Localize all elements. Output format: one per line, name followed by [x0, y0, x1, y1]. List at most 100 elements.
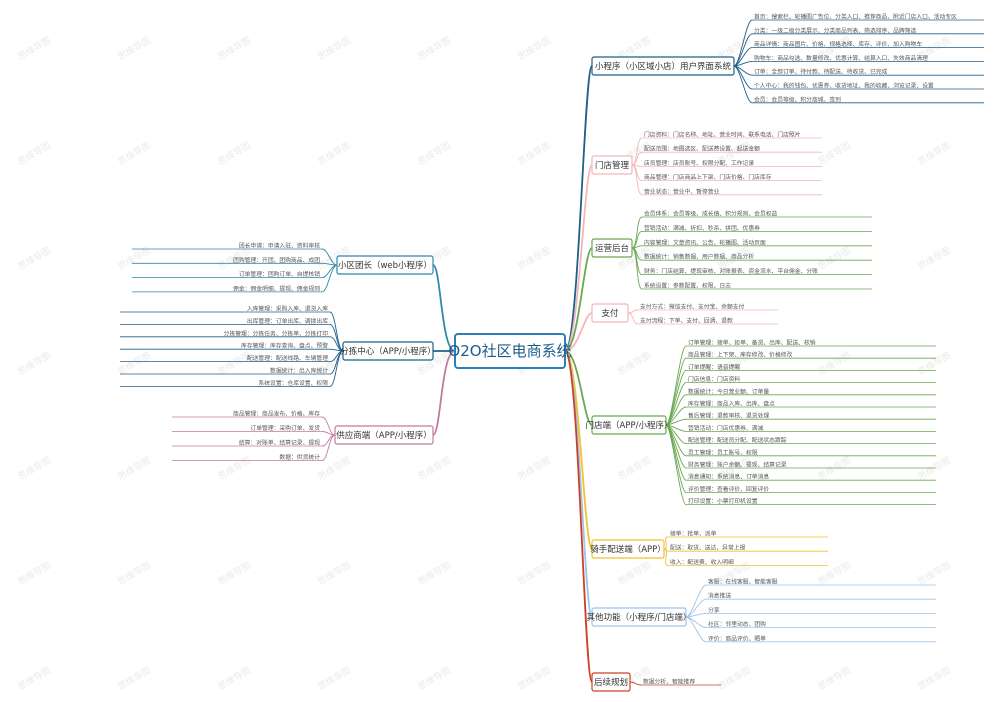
- watermark-text: 思维导图: [16, 139, 53, 167]
- leaf-item[interactable]: 系统设置：仓库设置、权限: [258, 379, 328, 387]
- leaf-item[interactable]: 社区：邻里动态、团购: [708, 620, 766, 628]
- leaf-item[interactable]: 支付流程：下单、支付、回调、退款: [640, 317, 733, 325]
- leaf-item[interactable]: 会员体系：会员等级、成长值、积分规则、会员权益: [644, 210, 778, 218]
- leaf-item[interactable]: 库存管理：商品入库、出库、盘点: [688, 400, 775, 408]
- leaf-item[interactable]: 库存管理：库存查询、盘点、预警: [241, 342, 328, 350]
- leaf-item[interactable]: 门店信息：门店资料: [688, 375, 740, 383]
- leaf-item[interactable]: 收入：配送费、收入明细: [670, 558, 734, 566]
- leaf-item[interactable]: 首页：搜索栏、轮播图广告位、分类入口、推荐商品、附近门店入口、活动专区: [754, 13, 957, 21]
- leaf-item[interactable]: 营业状态：营业中、暂停营业: [644, 187, 720, 195]
- leaf-item[interactable]: 数据：供货统计: [279, 453, 320, 461]
- leaf-item[interactable]: 商品详情：商品图片、价格、规格选择、库存、评价、加入购物车: [754, 40, 922, 48]
- branch-node-b3[interactable]: 运营后台: [591, 238, 633, 258]
- leaf-item[interactable]: 入库管理：采购入库、退货入库: [247, 305, 328, 313]
- branch-node-b4[interactable]: 支付: [591, 303, 629, 323]
- leaf-item[interactable]: 团购管理：开团、团购商品、成团: [233, 256, 320, 264]
- leaf-item[interactable]: 商品管理：商品发布、价格、库存: [233, 410, 320, 418]
- leaf-item[interactable]: 客服：在线客服、智能客服: [708, 578, 778, 586]
- leaf-connector: [321, 431, 336, 436]
- leaf-connector: [665, 424, 687, 481]
- branch-connector-b3: [564, 247, 593, 352]
- watermark-text: 思维导图: [516, 559, 553, 587]
- leaf-connector: [665, 357, 687, 426]
- leaf-item[interactable]: 团长申请：申请入驻、资料审核: [239, 242, 320, 250]
- leaf-item[interactable]: 支付方式：微信支付、支付宝、余额支付: [640, 303, 745, 311]
- leaf-item[interactable]: 售后管理：退款审核、退货处理: [688, 412, 769, 420]
- leaf-item[interactable]: 商品管理：上下架、库存修改、价格修改: [688, 351, 793, 359]
- leaf-item[interactable]: 出库管理：订单出库、调拨出库: [247, 317, 328, 325]
- leaf-item[interactable]: 营销活动：满减、折扣、秒杀、拼团、优惠券: [644, 224, 760, 232]
- watermark-text: 思维导图: [816, 244, 853, 272]
- leaf-connector: [627, 312, 639, 325]
- leaf-item[interactable]: 订单管理：接单、拒单、备货、出库、配送、核销: [688, 339, 816, 347]
- branch-node-b6[interactable]: 骑手配送端（APP）: [590, 539, 666, 559]
- branch-node-b5[interactable]: 门店端（APP/小程序）: [586, 415, 673, 435]
- leaf-item[interactable]: 配送管理：配送线路、车辆管理: [247, 354, 328, 362]
- leaf-item[interactable]: 消息推送: [708, 592, 731, 600]
- leaf-item[interactable]: 打印设置：小票打印机设置: [688, 497, 758, 505]
- branch-connector-b5: [564, 350, 593, 426]
- leaf-item[interactable]: 数据统计：销售数据、用户数据、商品分析: [644, 253, 754, 261]
- leaf-item[interactable]: 财务：门店结算、提现审核、对账报表、资金流水、平台佣金、分账: [644, 267, 818, 275]
- leaf-item[interactable]: 订单管理：采购订单、发货: [250, 424, 320, 432]
- leaf-item[interactable]: 数据分析、智能推荐: [643, 678, 695, 686]
- leaf-item[interactable]: 营销活动：门店优惠券、满减: [688, 424, 764, 432]
- branch-node-b2[interactable]: 门店管理: [591, 155, 633, 175]
- watermark-text: 思维导图: [16, 559, 53, 587]
- branch-connector-b2: [564, 164, 593, 352]
- watermark-text: 思维导图: [316, 454, 353, 482]
- branch-node-b1[interactable]: 小程序（小区域小店）用户界面系统: [591, 56, 735, 76]
- branch-connector-b1: [564, 65, 593, 352]
- leaf-item[interactable]: 配送：取货、送达、异常上报: [670, 544, 746, 552]
- leaf-item[interactable]: 商品管理：门店商品上下架、门店价格、门店库存: [644, 173, 772, 181]
- leaf-item[interactable]: 数据统计：出入库统计: [270, 367, 328, 375]
- watermark-text: 思维导图: [416, 454, 453, 482]
- leaf-connector: [663, 548, 669, 566]
- leaf-item[interactable]: 订单提醒：语音提醒: [688, 363, 740, 371]
- branch-node-b7[interactable]: 其他功能（小程序/门店端）: [587, 607, 692, 627]
- watermark-text: 思维导图: [516, 139, 553, 167]
- leaf-item[interactable]: 员工管理：员工账号、权限: [688, 448, 758, 456]
- central-topic-label: O2O社区电商系统: [448, 342, 571, 360]
- watermark-text: 思维导图: [16, 349, 53, 377]
- central-topic-node[interactable]: O2O社区电商系统: [448, 333, 572, 369]
- leaf-item[interactable]: 会员：会员等级、积分商城、签到: [754, 95, 841, 103]
- branch-node-b9[interactable]: 小区团长（web小程序）: [336, 255, 434, 275]
- leaf-item[interactable]: 购物车：商品勾选、数量修改、优惠计算、结算入口、失效商品清理: [754, 54, 928, 62]
- leaf-item[interactable]: 订单管理：团购订单、自提核销: [239, 270, 320, 278]
- leaf-item[interactable]: 内容管理：文章资讯、公告、轮播图、活动页面: [644, 238, 766, 246]
- branch-connector-b11: [432, 350, 456, 436]
- watermark-text: 思维导图: [416, 139, 453, 167]
- leaf-item[interactable]: 系统设置：参数配置、权限、日志: [644, 282, 731, 290]
- leaf-item[interactable]: 个人中心：我的钱包、优惠券、收货地址、我的收藏、浏览记录、设置: [754, 82, 934, 90]
- watermark-text: 思维导图: [416, 664, 453, 692]
- watermark-text: 思维导图: [316, 34, 353, 62]
- watermark-text: 思维导图: [816, 559, 853, 587]
- leaf-item[interactable]: 财务管理：账户余额、提现、结算记录: [688, 461, 787, 469]
- leaf-item[interactable]: 评价：商品评价、晒单: [708, 634, 766, 642]
- watermark-text: 思维导图: [216, 34, 253, 62]
- leaf-item[interactable]: 店员管理：店员账号、权限分配、工作记录: [644, 159, 754, 167]
- leaf-item[interactable]: 配送范围：地图选区、配送费设置、起送金额: [644, 145, 760, 153]
- leaf-item[interactable]: 数据统计：今日营业额、订单量: [688, 387, 769, 395]
- watermark-text: 思维导图: [516, 244, 553, 272]
- leaf-connector: [629, 681, 642, 686]
- watermark-text: 思维导图: [816, 349, 853, 377]
- watermark-text: 思维导图: [416, 559, 453, 587]
- leaf-item[interactable]: 评价管理：查看评价、回复评价: [688, 485, 769, 493]
- leaf-item[interactable]: 消息通知：系统消息、订单消息: [688, 473, 769, 481]
- leaf-item[interactable]: 佣金：佣金明细、提现、佣金规则: [233, 284, 320, 292]
- branch-node-b8[interactable]: 后续规划: [591, 672, 631, 692]
- branch-node-b10[interactable]: 分拣中心（APP/小程序）: [340, 341, 436, 361]
- leaf-item[interactable]: 分享: [708, 606, 720, 614]
- leaf-item[interactable]: 分类：一级二级分类展示、分类商品列表、筛选排序、品牌筛选: [754, 26, 917, 34]
- leaf-connectors: 首页：搜索栏、轮播图广告位、分类入口、推荐商品、附近门店入口、活动专区分类：一级…: [120, 13, 984, 686]
- leaf-item[interactable]: 门店资料：门店名称、地址、营业时间、联系电话、门店照片: [644, 131, 801, 139]
- leaf-item[interactable]: 接单：抢单、派单: [670, 530, 717, 538]
- leaf-item[interactable]: 配送管理：配送员分配、配送状态跟踪: [688, 436, 787, 444]
- leaf-item[interactable]: 结算：对账单、结算记录、提现: [239, 439, 320, 447]
- leaf-item[interactable]: 订单：全部订单、待付款、待配送、待收货、已完成: [754, 68, 888, 76]
- branch-node-b11[interactable]: 供应商端（APP/小程序）: [334, 425, 434, 445]
- leaf-item[interactable]: 分拣管理：分拣任务、分拣单、分拣打印: [224, 329, 329, 337]
